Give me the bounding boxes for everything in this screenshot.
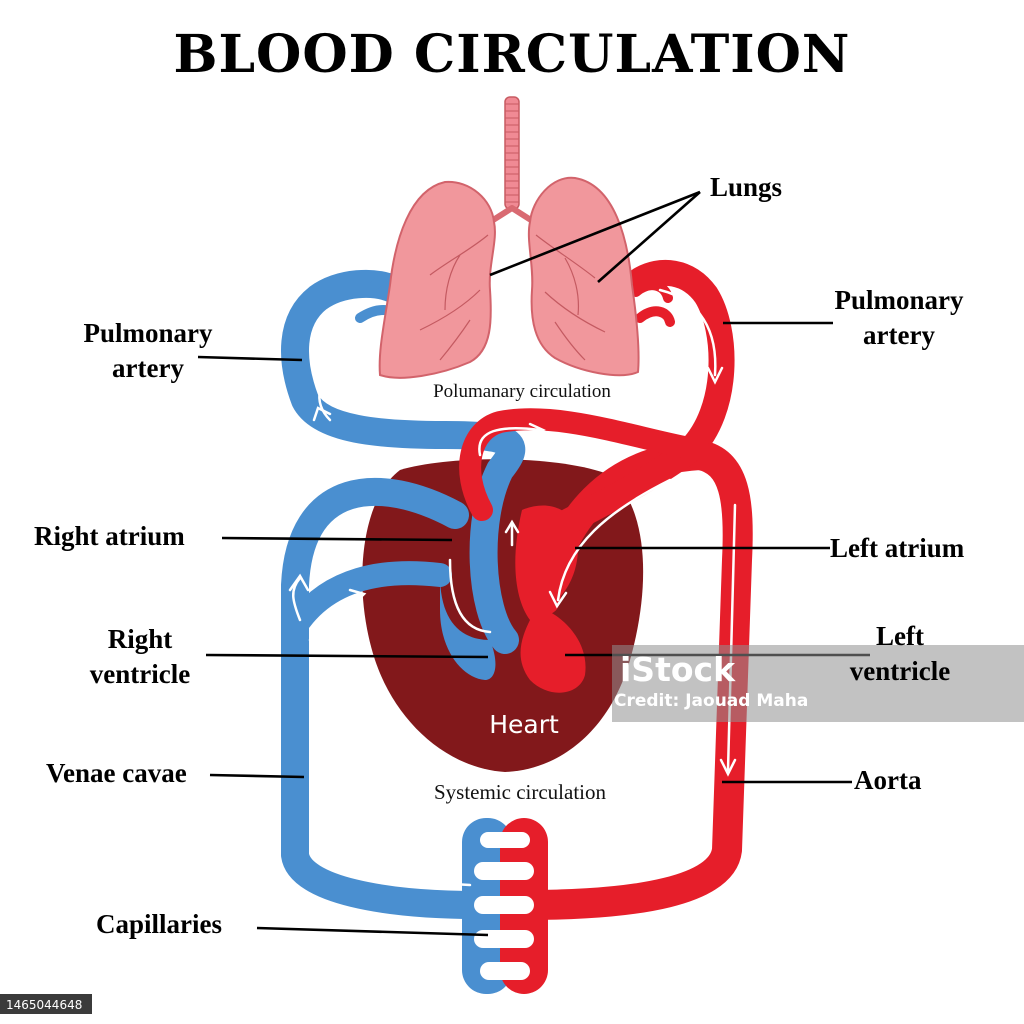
flow-pulmonary-up-head	[312, 406, 332, 422]
label-right-ventricle-1: Right	[108, 624, 173, 654]
pulmonary-red-branch-top	[631, 280, 673, 303]
flow-up-centre-head	[504, 519, 520, 534]
pulmonary-artery-right-vessel	[535, 259, 735, 545]
region-systemic: Systemic circulation	[434, 780, 607, 804]
right-ventricle-chamber	[440, 575, 496, 680]
right-lung-veins	[535, 234, 606, 361]
label-pulmonary-artery-left-1: Pulmonary	[83, 318, 213, 348]
flow-atrium	[448, 558, 492, 634]
vena-cava-branch	[288, 561, 452, 632]
page-title: BLOOD CIRCULATION	[174, 24, 851, 85]
flow-aorta-down-head	[719, 758, 737, 777]
capillary-gap-2	[474, 862, 534, 880]
flow-pulmonary-down-head	[706, 366, 724, 385]
label-pulmonary-artery-right-2: artery	[863, 320, 935, 350]
label-venae-cavae: Venae cavae	[46, 758, 187, 788]
watermark-brand: iStock	[620, 650, 736, 689]
label-pulmonary-artery-left-2: artery	[112, 353, 184, 383]
lungs	[378, 96, 640, 379]
right-lung	[527, 176, 640, 377]
region-pulmonary: Polumanary circulation	[433, 381, 611, 402]
leader-venae-cavae	[209, 773, 305, 779]
flow-into-left-atrium	[556, 478, 672, 602]
flow-arch	[478, 427, 542, 457]
label-aorta: Aorta	[854, 765, 922, 795]
capillary-gap-4	[474, 930, 534, 948]
watermark-credit: Credit: Jaouad Maha	[614, 691, 808, 711]
watermark-band	[612, 645, 1024, 722]
stock-id-tag: 1465044648	[0, 994, 92, 1014]
flow-arrows	[288, 288, 737, 887]
leader-right-ventricle	[205, 653, 489, 659]
flow-branch-lower	[308, 593, 362, 642]
capillary-gap-5	[480, 962, 530, 980]
flow-into-left-atrium-head	[548, 590, 568, 609]
capillary-gaps	[474, 832, 534, 980]
label-left-atrium: Left atrium	[830, 533, 965, 563]
heart-label: Heart	[489, 710, 559, 739]
leader-capillaries	[256, 926, 489, 937]
left-lung	[378, 180, 496, 379]
flow-arch-head	[528, 422, 546, 438]
label-left-ventricle-2: ventricle	[850, 656, 950, 686]
label-left-ventricle-1: Left	[876, 621, 924, 651]
capillaries	[462, 818, 548, 994]
flow-venae-up-head	[318, 792, 334, 812]
capillary-gap-3	[474, 896, 534, 914]
heart-chambers	[440, 505, 586, 693]
watermark: Left ventricle iStock Credit: Jaouad Mah…	[612, 621, 1024, 722]
leader-right-atrium	[221, 536, 453, 542]
flow-pulmonary-down	[658, 288, 717, 377]
stock-id-bg	[0, 994, 92, 1014]
aortic-arch	[459, 408, 711, 521]
label-pulmonary-artery-right-1: Pulmonary	[834, 285, 964, 315]
flow-branch-head	[288, 573, 310, 592]
flow-venae-up	[318, 798, 472, 887]
leader-lungs-right	[597, 191, 701, 283]
leader-lungs-left	[489, 190, 701, 277]
flow-pulmonary-up	[318, 388, 332, 422]
pulmonary-red-branch-mid	[635, 306, 675, 327]
bronchi	[487, 205, 537, 225]
label-right-ventricle-2: ventricle	[90, 659, 190, 689]
label-capillaries: Capillaries	[96, 909, 222, 939]
leader-pulmonary-artery-left	[197, 355, 303, 362]
label-right-atrium: Right atrium	[34, 521, 185, 551]
pulmonary-vein-red	[459, 259, 735, 545]
left-chambers	[515, 505, 586, 693]
trachea-rings	[505, 103, 519, 203]
flow-branch-lower-head	[348, 588, 367, 606]
stock-id: 1465044648	[6, 998, 82, 1012]
capillary-gap-1	[480, 832, 530, 848]
label-lungs: Lungs	[710, 172, 782, 202]
left-lung-veins	[419, 234, 489, 361]
trachea-ring-lines	[505, 103, 519, 203]
